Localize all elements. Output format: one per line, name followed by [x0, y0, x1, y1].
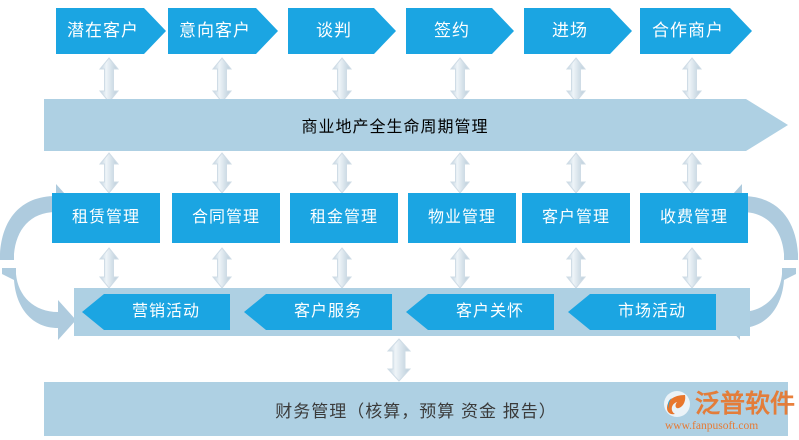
module-box-3[interactable]: 租金管理 [290, 193, 398, 243]
stage-chevron-3[interactable]: 谈判 [288, 8, 396, 54]
module-box-1-label: 租赁管理 [71, 209, 140, 226]
marketing-activity-row: 营销活动 客户服务 客户关怀 市场活动 [0, 288, 799, 336]
module-box-6[interactable]: 收费管理 [640, 193, 748, 243]
activity-chevron-3[interactable]: 客户关怀 [406, 294, 554, 330]
stage-chevron-5[interactable]: 进场 [524, 8, 632, 54]
connector-arrows-svg-4 [386, 338, 412, 382]
stage-chevron-6[interactable]: 合作商户 [640, 8, 752, 54]
activity-chevron-1-label: 营销活动 [131, 303, 200, 320]
stage-chevron-3-label: 谈判 [316, 21, 352, 40]
activity-chevron-2-label: 客户服务 [293, 303, 362, 320]
module-box-4-label: 物业管理 [427, 209, 496, 226]
connector-arrows-svg-2 [98, 152, 703, 194]
stage-chevron-5-label: 进场 [552, 21, 588, 40]
module-box-6-label: 收费管理 [659, 209, 728, 226]
module-box-1[interactable]: 租赁管理 [52, 193, 160, 243]
connector-group-activities-to-finance [0, 337, 799, 382]
connector-group-modules-to-activities [0, 247, 799, 289]
activity-chevron-1[interactable]: 营销活动 [82, 294, 230, 330]
connector-group-stage-to-banner [0, 56, 799, 104]
module-box-5-label: 客户管理 [541, 209, 610, 226]
stage-chevron-2[interactable]: 意向客户 [168, 8, 278, 54]
stage-chevron-1-label: 潜在客户 [67, 21, 139, 40]
activity-chevron-4[interactable]: 市场活动 [568, 294, 716, 330]
stage-chevron-1[interactable]: 潜在客户 [56, 8, 166, 54]
activity-chevron-3-label: 客户关怀 [455, 303, 524, 320]
management-module-row: 租赁管理 合同管理 租金管理 物业管理 客户管理 收费管理 [0, 193, 799, 247]
module-box-2[interactable]: 合同管理 [172, 193, 280, 243]
module-box-3-label: 租金管理 [309, 209, 378, 226]
stage-chevron-4-label: 签约 [434, 21, 470, 40]
finance-bar[interactable]: 财务管理（核算，预算 资金 报告） [44, 382, 788, 436]
connector-arrows-svg-3 [98, 247, 703, 289]
activity-chevron-2[interactable]: 客户服务 [244, 294, 392, 330]
module-box-2-label: 合同管理 [191, 209, 260, 226]
lifecycle-banner[interactable]: 商业地产全生命周期管理 [44, 99, 788, 151]
lifecycle-banner-label: 商业地产全生命周期管理 [301, 119, 489, 136]
customer-lifecycle-stage-row: 潜在客户 意向客户 谈判 签约 进场 合作商户 [0, 0, 799, 60]
finance-bar-label: 财务管理（核算，预算 资金 报告） [275, 401, 557, 421]
connector-arrows-svg [98, 57, 703, 103]
stage-chevron-4[interactable]: 签约 [406, 8, 514, 54]
stage-chevron-6-label: 合作商户 [652, 21, 724, 40]
module-box-4[interactable]: 物业管理 [408, 193, 516, 243]
module-box-5[interactable]: 客户管理 [522, 193, 630, 243]
stage-chevron-2-label: 意向客户 [179, 21, 251, 40]
activity-chevron-4-label: 市场活动 [617, 303, 686, 320]
connector-group-banner-to-modules [0, 152, 799, 194]
